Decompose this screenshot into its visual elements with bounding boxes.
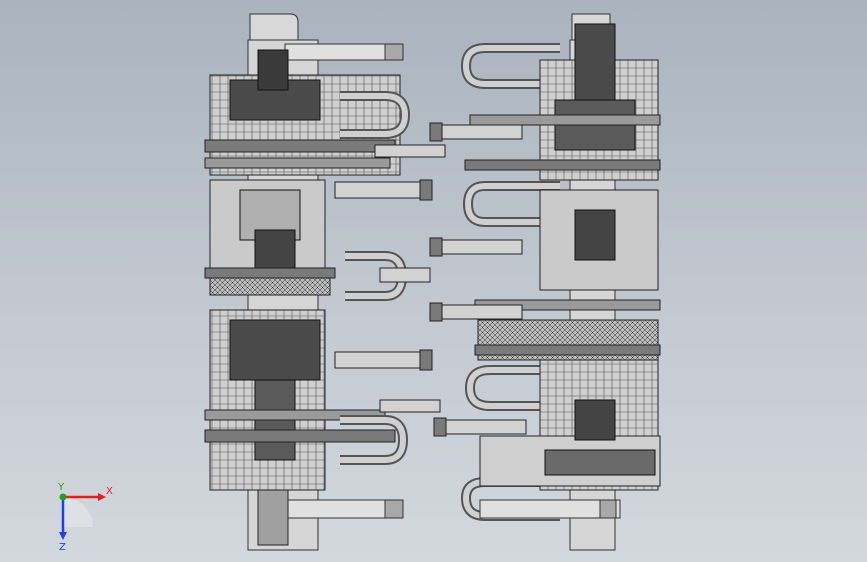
orientation-triad[interactable]: X Y Z — [48, 482, 118, 552]
x-axis-head-icon — [98, 493, 106, 501]
z-axis-label: Z — [59, 542, 66, 552]
y-axis-dot-icon — [59, 493, 67, 501]
z-axis-head-icon — [59, 532, 67, 540]
left-module[interactable] — [204, 13, 446, 551]
y-axis-label: Y — [57, 482, 65, 493]
right-module[interactable] — [429, 13, 661, 551]
x-axis-label: X — [106, 486, 113, 497]
triad-backdrop — [63, 497, 93, 527]
